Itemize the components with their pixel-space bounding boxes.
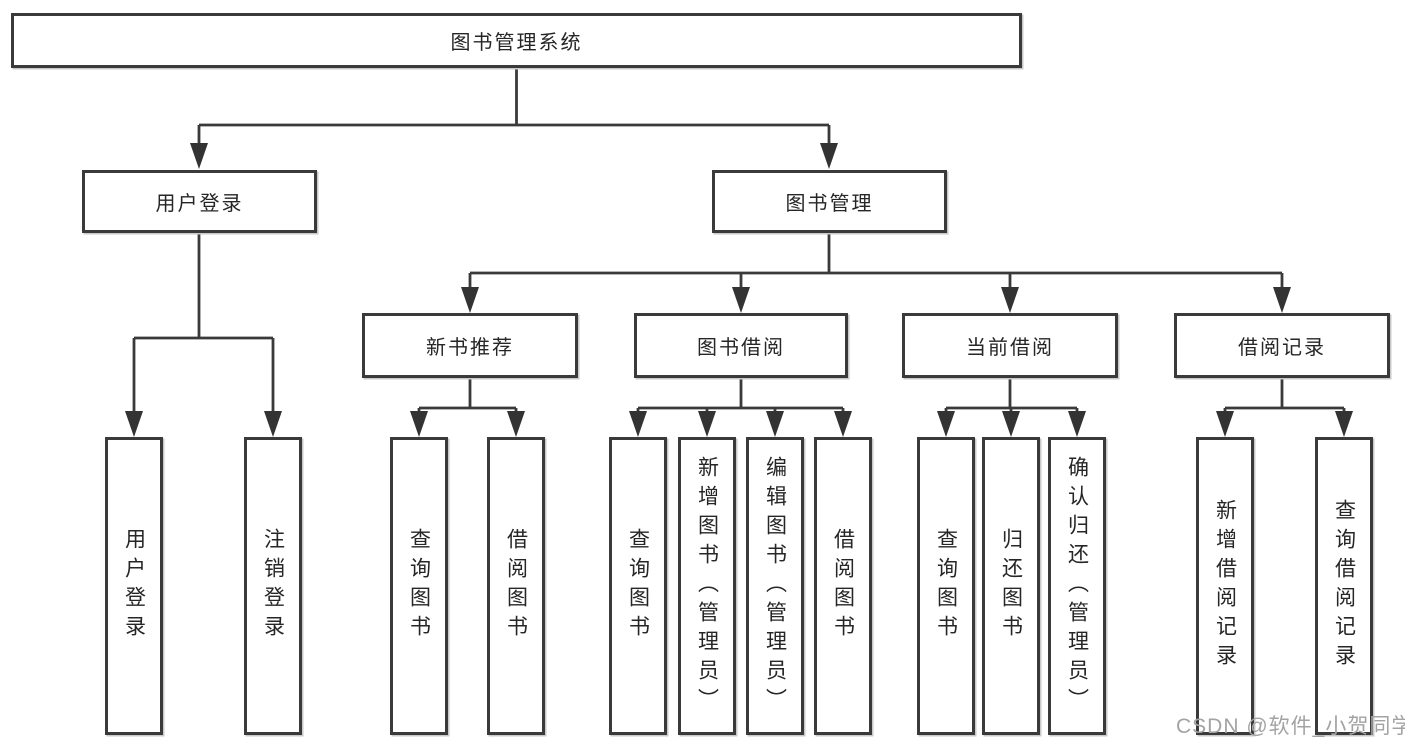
csdn-watermark: CSDN @软件_小贺同学 <box>1176 715 1405 738</box>
leaf-query-books-current: 查询图书 <box>917 437 975 735</box>
leaf-confirm-return-admin: 确认归还（管理员） <box>1048 437 1106 735</box>
leaf-add-borrow-record: 新增借阅记录 <box>1196 437 1254 735</box>
leaf-query-books-borrow-label: 查询图书 <box>626 528 650 644</box>
leaf-edit-books-admin: 编辑图书（管理员） <box>746 437 804 735</box>
leaf-query-borrow-record: 查询借阅记录 <box>1315 437 1373 735</box>
leaf-edit-books-admin-label: 编辑图书（管理员） <box>763 455 787 717</box>
node-book-management: 图书管理 <box>712 170 947 233</box>
node-user-login: 用户登录 <box>82 170 317 233</box>
arrowheads <box>125 143 1353 437</box>
node-root: 图书管理系统 <box>11 13 1022 68</box>
node-current-borrow: 当前借阅 <box>902 313 1118 378</box>
node-borrow-records: 借阅记录 <box>1174 313 1390 378</box>
leaf-query-books-newrec-label: 查询图书 <box>407 528 431 644</box>
leaf-borrow-books-newrec: 借阅图书 <box>487 437 545 735</box>
leaf-query-borrow-record-label: 查询借阅记录 <box>1332 499 1356 673</box>
node-new-book-recommend: 新书推荐 <box>362 313 578 378</box>
leaf-add-borrow-record-label: 新增借阅记录 <box>1213 499 1237 673</box>
node-book-management-label: 图书管理 <box>785 193 874 215</box>
leaf-logout-login-label: 注销登录 <box>261 528 285 644</box>
leaf-return-books-label: 归还图书 <box>999 528 1023 644</box>
node-book-borrow: 图书借阅 <box>634 313 848 378</box>
leaf-borrow-books-borrow: 借阅图书 <box>814 437 872 735</box>
leaf-query-books-current-label: 查询图书 <box>934 528 958 644</box>
node-current-borrow-label: 当前借阅 <box>966 337 1054 359</box>
leaf-query-books-newrec: 查询图书 <box>390 437 448 735</box>
node-user-login-label: 用户登录 <box>155 193 244 215</box>
leaf-logout-login: 注销登录 <box>244 437 302 735</box>
leaf-query-books-borrow: 查询图书 <box>609 437 667 735</box>
node-root-label: 图书管理系统 <box>450 32 583 54</box>
node-new-book-recommend-label: 新书推荐 <box>426 337 514 359</box>
node-borrow-records-label: 借阅记录 <box>1238 337 1326 359</box>
leaf-return-books: 归还图书 <box>982 437 1040 735</box>
leaf-add-books-admin: 新增图书（管理员） <box>678 437 736 735</box>
node-book-borrow-label: 图书借阅 <box>697 337 785 359</box>
leaf-user-login: 用户登录 <box>105 437 163 735</box>
leaf-borrow-books-newrec-label: 借阅图书 <box>504 528 528 644</box>
leaf-user-login-label: 用户登录 <box>122 528 146 644</box>
leaf-borrow-books-borrow-label: 借阅图书 <box>831 528 855 644</box>
leaf-add-books-admin-label: 新增图书（管理员） <box>695 455 719 717</box>
leaf-confirm-return-admin-label: 确认归还（管理员） <box>1065 455 1089 717</box>
